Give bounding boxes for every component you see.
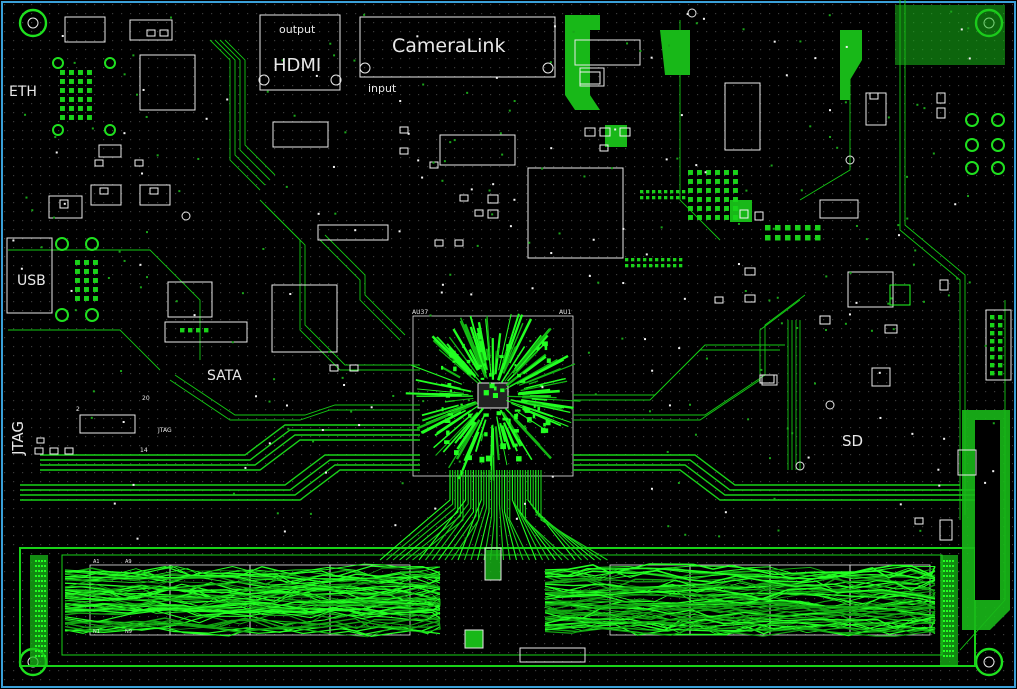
cameralink-sub-label: input — [368, 82, 397, 95]
jtag-pin-2: 2 — [76, 406, 80, 413]
fpga-fanout-traces — [379, 313, 608, 561]
jtag-label: JTAG — [9, 421, 27, 456]
ddr-pin-n1: N1 — [93, 629, 100, 635]
hdmi-label: HDMI — [273, 55, 321, 76]
sd-label: SD — [842, 432, 863, 450]
connector-rings — [52, 8, 1005, 471]
left-bus-traces — [8, 39, 420, 501]
copper-pours — [465, 5, 1010, 648]
ddr-pin-a9: A9 — [125, 559, 132, 565]
ddr-pin-a1: A1 — [93, 559, 100, 565]
sata-label: SATA — [207, 368, 242, 384]
silkscreen-outlines — [6, 14, 1012, 663]
right-bus-traces — [573, 0, 1006, 651]
cameralink-label: CameraLink — [392, 35, 505, 57]
silkscreen-pads — [12, 10, 1003, 541]
fpga-ref-right: AU1 — [559, 309, 571, 316]
ddr-pin-n9: N9 — [125, 629, 132, 635]
ddr-trace-bundle — [35, 560, 954, 657]
fpga-package — [412, 315, 574, 477]
jtag-pin-20: 20 — [142, 395, 150, 402]
fpga-ref-left: AU37 — [412, 309, 428, 316]
jtag-pin-14: 14 — [140, 447, 148, 454]
jtag-small-label: JTAG — [157, 427, 172, 434]
eth-label: ETH — [9, 84, 37, 100]
usb-label: USB — [17, 273, 46, 289]
hdmi-sub-label: output — [279, 23, 316, 36]
